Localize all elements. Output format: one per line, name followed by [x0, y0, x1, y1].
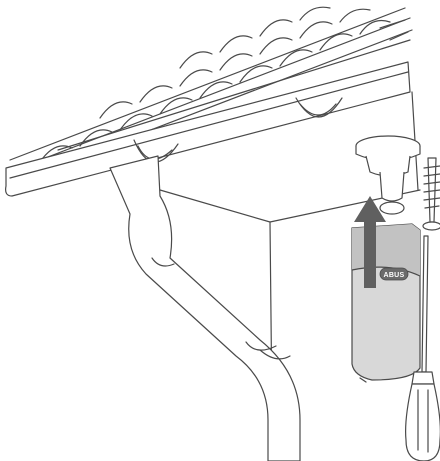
- mounting-screw: [422, 157, 440, 231]
- rain-gutter: [5, 61, 411, 197]
- downpipe: [109, 155, 301, 461]
- camera: ABUS: [351, 223, 421, 383]
- brand-label: ABUS: [383, 272, 404, 279]
- screwdriver: [405, 235, 440, 461]
- up-arrow-icon: [354, 196, 386, 288]
- wall-mount-base: [355, 135, 421, 215]
- brand-badge: [379, 267, 409, 281]
